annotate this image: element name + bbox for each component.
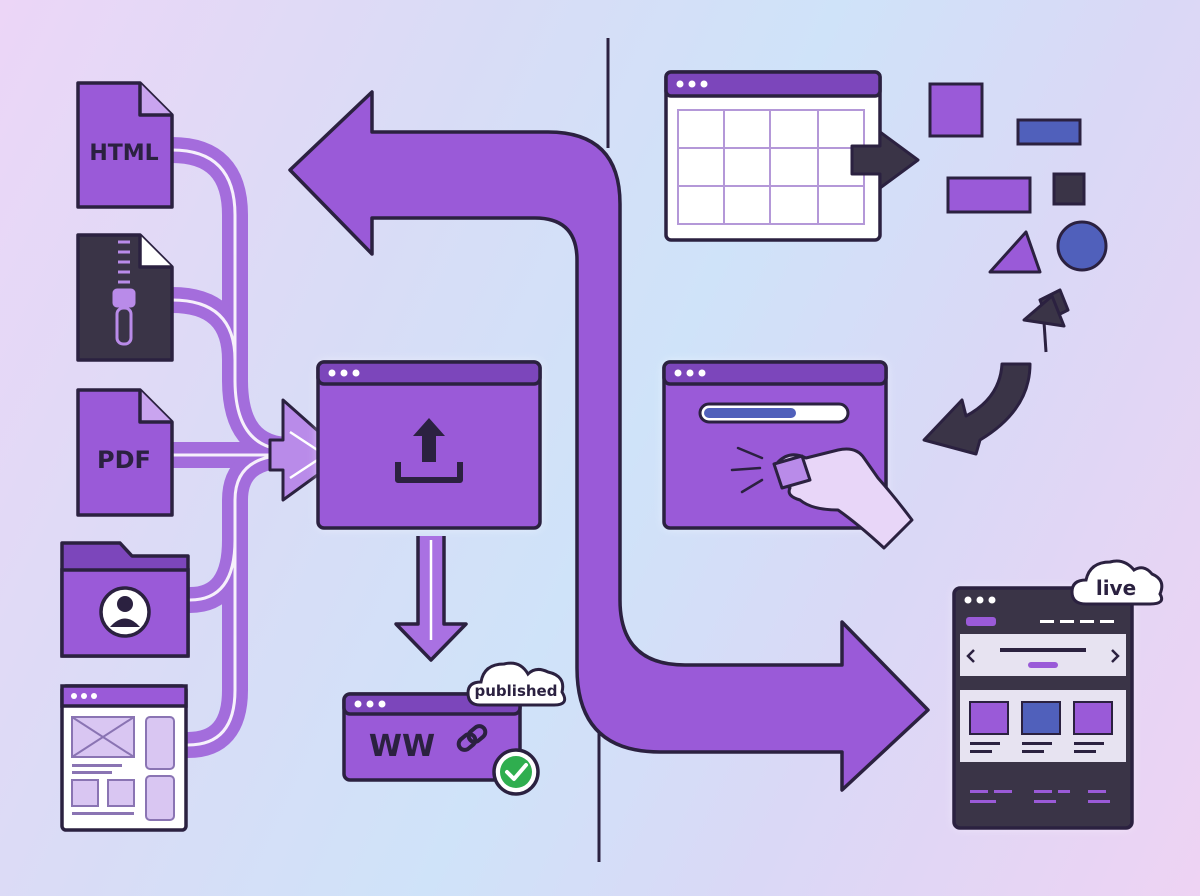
published-url-window: WW published [342, 661, 567, 796]
html-file-label: HTML [89, 141, 158, 166]
link-icon [456, 724, 488, 752]
url-text: WW [369, 729, 435, 764]
upload-window [316, 360, 542, 530]
shapes-cluster [928, 82, 1108, 353]
published-cloud: published [466, 661, 567, 707]
input-flow-lines [159, 137, 347, 758]
grid-window [664, 70, 882, 242]
shapes-to-editor-arrow [922, 362, 1032, 456]
pdf-file-icon: PDF [76, 388, 174, 517]
live-cloud: live [1070, 559, 1164, 606]
published-label: published [475, 682, 558, 700]
wireframe-window [60, 684, 188, 832]
user-icon [99, 586, 151, 638]
upload-icon [395, 418, 463, 483]
publish-arrow [394, 536, 468, 662]
html-file-icon: HTML [76, 81, 174, 209]
main-flow-arrow [288, 90, 930, 792]
check-icon [492, 748, 540, 796]
live-label: live [1096, 576, 1136, 600]
zipper-icon [112, 240, 136, 346]
hand-icon [772, 447, 914, 550]
user-folder-icon [60, 541, 190, 658]
live-website-window: live [952, 559, 1164, 830]
zip-file-icon [76, 233, 174, 362]
pdf-file-label: PDF [97, 446, 151, 474]
grid-to-shapes-arrow [850, 130, 920, 190]
editor-window [662, 360, 914, 550]
